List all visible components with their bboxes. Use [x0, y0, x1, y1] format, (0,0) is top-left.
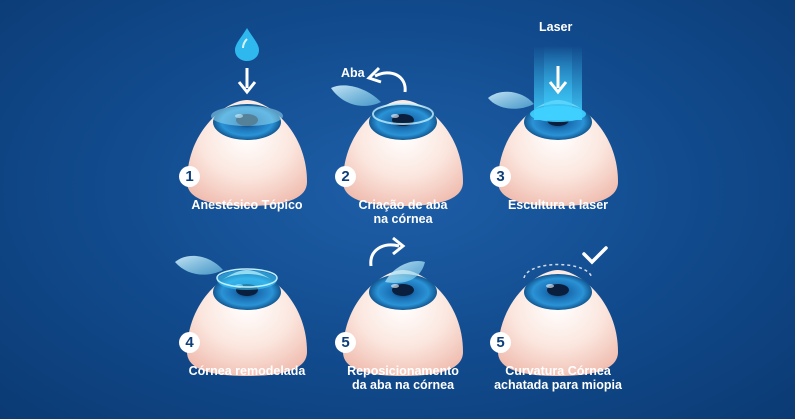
checkmark-icon — [582, 246, 608, 265]
eye-illustration — [187, 28, 307, 206]
step-5: 5 Reposicionamento da aba na córnea — [313, 196, 493, 396]
corneal-flap — [331, 85, 381, 106]
step-caption: Reposicionamento da aba na córnea — [347, 364, 459, 392]
step-caption: Criação de aba na córnea — [358, 198, 448, 226]
eye-illustration — [488, 46, 618, 206]
curved-arrow-icon — [369, 236, 406, 267]
step-number-badge: 5 — [490, 332, 511, 353]
step-2: Aba 2 Criação de aba na córnea — [313, 10, 493, 226]
eye-illustration — [498, 246, 618, 376]
flap-label: Aba — [341, 66, 365, 80]
step-1: 1 Anestésico Tópico — [157, 10, 337, 212]
drop-icon — [235, 28, 259, 61]
step-number-badge: 3 — [490, 166, 511, 187]
step-caption: Curvatura Córnea achatada para miopia — [494, 364, 622, 392]
step-number-badge: 5 — [335, 332, 356, 353]
eye-illustration — [343, 236, 463, 376]
corneal-flap — [175, 255, 223, 275]
eye-illustration — [175, 255, 307, 376]
step-number-badge: 1 — [179, 166, 200, 187]
arrow-down-icon — [548, 66, 568, 95]
corneal-flap — [488, 91, 534, 109]
corneal-flap — [385, 260, 425, 284]
step-number-badge: 2 — [335, 166, 356, 187]
step-6: 5 Curvatura Córnea achatada para miopia — [468, 196, 648, 396]
curved-arrow-icon — [366, 66, 407, 93]
step-3: Laser 3 Escultura a laser — [468, 10, 648, 212]
step-number-badge: 4 — [179, 332, 200, 353]
step-caption: Escultura a laser — [507, 198, 609, 212]
step-caption: Córnea remodelada — [188, 364, 306, 378]
step-4: 4 Córnea remodelada — [157, 196, 337, 396]
laser-label: Laser — [539, 20, 573, 34]
arrow-down-icon — [237, 68, 257, 95]
eye-illustration — [331, 66, 463, 206]
step-caption: Anestésico Tópico — [191, 198, 303, 212]
